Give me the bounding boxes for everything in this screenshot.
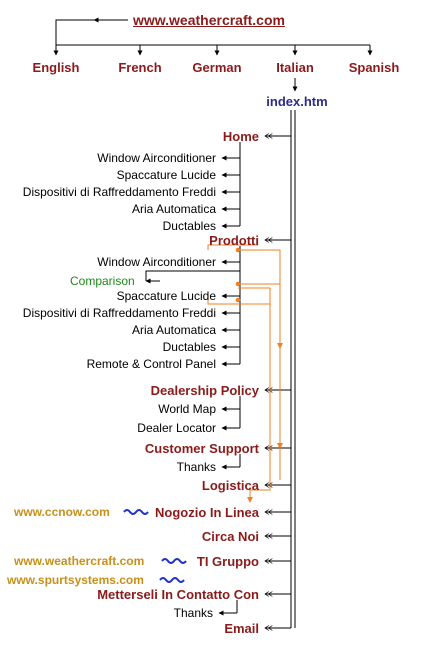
home-item[interactable]: Dispositivi di Raffreddamento Freddi	[22, 185, 216, 199]
site-url-link[interactable]: www.weathercraft.com	[133, 12, 285, 28]
section-email[interactable]: Email	[224, 621, 259, 636]
external-ccnow[interactable]: www.ccnow.com	[14, 505, 110, 519]
prodotti-item[interactable]: Dispositivi di Raffreddamento Freddi	[22, 306, 216, 320]
section-arrows	[265, 136, 291, 628]
lang-english[interactable]: English	[32, 60, 80, 75]
external-weathercraft[interactable]: www.weathercraft.com	[14, 554, 145, 568]
section-prodotti[interactable]: Prodotti	[209, 233, 259, 248]
prodotti-item[interactable]: Spaccature Lucide	[116, 289, 216, 303]
external-spurtsystems[interactable]: www.spurtsystems.com	[7, 573, 144, 587]
prodotti-item[interactable]: Remote & Control Panel	[86, 357, 216, 371]
top-connector	[53, 17, 373, 92]
comparison-connector	[145, 262, 241, 284]
section-dealership[interactable]: Dealership Policy	[150, 383, 259, 398]
section-contatto[interactable]: Metterseli In Contatto Con	[97, 587, 259, 602]
dealership-item[interactable]: Dealer Locator	[137, 421, 216, 435]
section-nogozio[interactable]: Nogozio In Linea	[155, 505, 259, 520]
home-item[interactable]: Window Airconditioner	[97, 151, 216, 165]
main-spine	[290, 110, 296, 628]
prodotti-item[interactable]: Ductables	[162, 340, 216, 354]
sub-branches	[218, 142, 241, 616]
dealership-item[interactable]: World Map	[158, 402, 216, 416]
flow-lines	[207, 244, 283, 503]
prodotti-item[interactable]: Aria Automatica	[131, 323, 216, 337]
wave-icon-weathercraft	[161, 558, 187, 564]
section-home[interactable]: Home	[222, 129, 259, 144]
wave-icon-spurt	[159, 577, 185, 583]
support-item[interactable]: Thanks	[176, 460, 216, 474]
lang-german[interactable]: German	[192, 60, 242, 75]
home-item[interactable]: Aria Automatica	[131, 202, 216, 216]
wave-icon-ccnow	[123, 509, 149, 515]
section-logistica[interactable]: Logistica	[201, 478, 259, 493]
comparison-link[interactable]: Comparison	[70, 274, 135, 288]
section-circa-noi[interactable]: Circa Noi	[201, 529, 259, 544]
contatto-item[interactable]: Thanks	[173, 606, 213, 620]
index-page[interactable]: index.htm	[266, 94, 328, 109]
home-item[interactable]: Spaccature Lucide	[116, 168, 216, 182]
home-item[interactable]: Ductables	[162, 219, 216, 233]
external-waves	[123, 509, 187, 583]
section-customer-support[interactable]: Customer Support	[144, 441, 259, 456]
lang-spanish[interactable]: Spanish	[348, 60, 400, 75]
lang-italian[interactable]: Italian	[276, 60, 314, 75]
prodotti-item[interactable]: Window Airconditioner	[97, 255, 216, 269]
section-ti-gruppo[interactable]: TI Gruppo	[196, 554, 259, 569]
lang-french[interactable]: French	[118, 60, 162, 75]
